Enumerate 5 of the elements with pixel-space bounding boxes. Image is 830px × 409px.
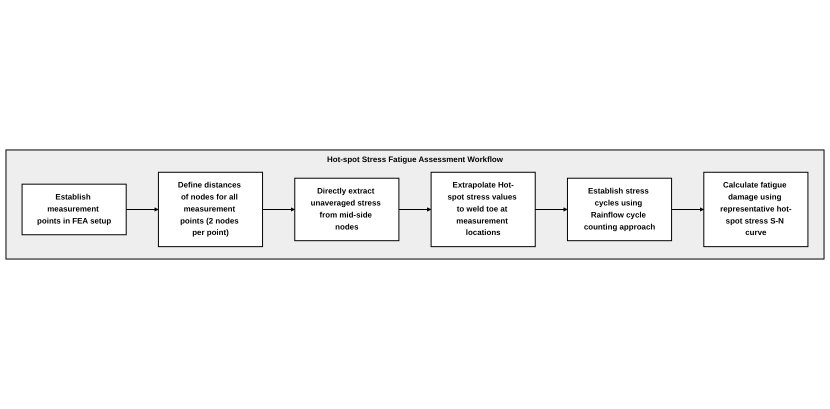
arrow <box>262 207 295 212</box>
arrow <box>534 207 568 212</box>
arrow <box>398 207 432 212</box>
arrow <box>671 207 704 212</box>
arrow <box>126 207 159 212</box>
